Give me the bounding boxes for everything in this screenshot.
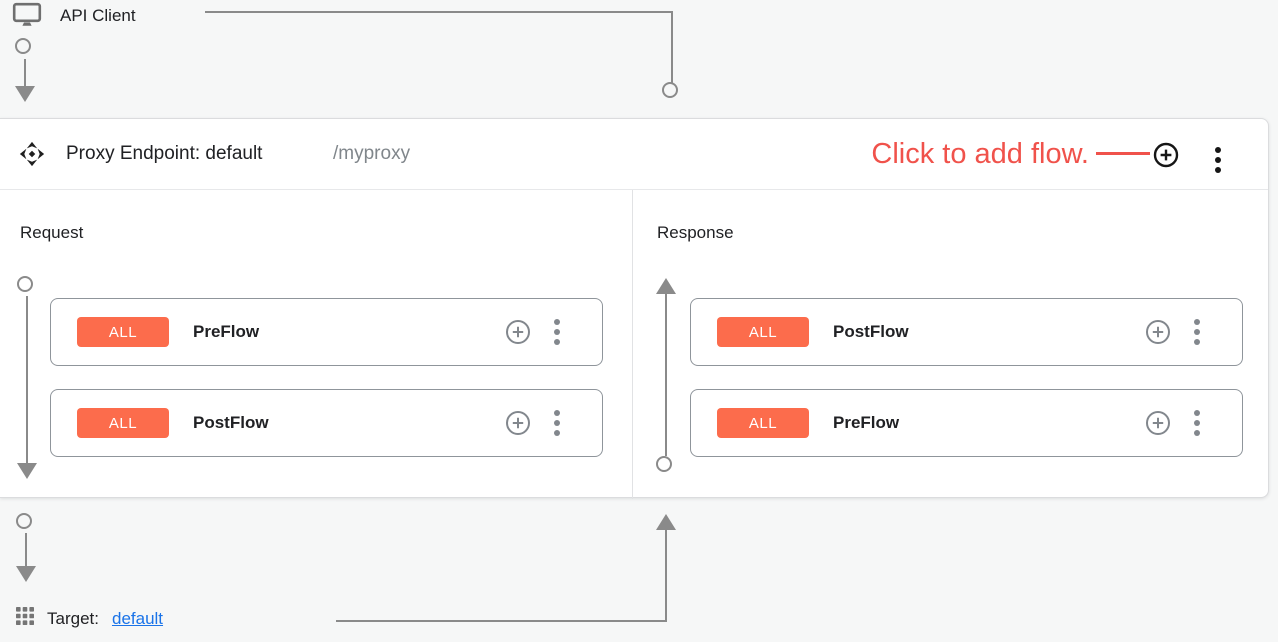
monitor-icon: [12, 2, 42, 33]
connector-line: [24, 59, 26, 87]
condition-badge: ALL: [77, 317, 169, 347]
flow-menu-icon[interactable]: [1194, 319, 1200, 345]
proxy-endpoint-header: Proxy Endpoint: default /myproxy Click t…: [0, 119, 1268, 190]
proxy-endpoint-panel: Proxy Endpoint: default /myproxy Click t…: [0, 118, 1269, 499]
request-flow-start-node: [17, 276, 33, 292]
request-flow-arrow-down: [17, 463, 37, 479]
proxy-endpoint-title: Proxy Endpoint: default: [66, 143, 263, 164]
flow-menu-icon[interactable]: [554, 410, 560, 436]
add-policy-icon[interactable]: [1145, 410, 1171, 436]
connector-end-node: [662, 82, 678, 98]
connector-line: [336, 620, 666, 622]
connector-arrow-up: [656, 514, 676, 530]
proxy-endpoint-basepath: /myproxy: [333, 143, 411, 164]
annotation-pointer-line: [1096, 152, 1150, 155]
target-row: Target: default: [16, 607, 163, 630]
response-section-label: Response: [657, 223, 734, 242]
request-section-label: Request: [20, 223, 84, 242]
flow-menu-icon[interactable]: [554, 319, 560, 345]
request-response-divider: [632, 190, 633, 499]
annotation-text: Click to add flow.: [871, 138, 1089, 170]
api-client-label: API Client: [60, 6, 136, 25]
condition-badge: ALL: [717, 317, 809, 347]
add-policy-icon[interactable]: [1145, 319, 1171, 345]
flow-menu-icon[interactable]: [1194, 410, 1200, 436]
response-flow-arrow-up: [656, 278, 676, 294]
flow-name: PreFlow: [193, 322, 260, 341]
connector-line: [665, 530, 667, 622]
flow-name: PostFlow: [193, 413, 269, 432]
grid-3x3-icon: [16, 607, 34, 630]
connector-line: [205, 11, 673, 13]
request-flow-line: [26, 296, 28, 463]
target-default-link[interactable]: default: [111, 608, 164, 628]
add-flow-button[interactable]: [1153, 142, 1179, 171]
connector-arrow-down: [16, 566, 36, 582]
flow-card-request-postflow[interactable]: ALL PostFlow: [50, 389, 603, 457]
flow-card-request-preflow[interactable]: ALL PreFlow: [50, 298, 603, 366]
target-label: Target:: [47, 608, 99, 628]
kebab-vertical-icon: [1215, 147, 1221, 173]
response-flow-line: [665, 294, 667, 456]
endpoint-menu-button[interactable]: [1215, 141, 1221, 173]
connector-line: [671, 11, 673, 83]
response-flow-end-node: [656, 456, 672, 472]
flow-name: PostFlow: [833, 322, 909, 341]
add-policy-icon[interactable]: [505, 319, 531, 345]
flow-card-response-postflow[interactable]: ALL PostFlow: [690, 298, 1243, 366]
flow-name: PreFlow: [833, 413, 900, 432]
add-policy-icon[interactable]: [505, 410, 531, 436]
connector-arrow-down: [15, 86, 35, 102]
connector-line: [25, 533, 27, 566]
condition-badge: ALL: [717, 408, 809, 438]
move-arrows-icon: [19, 141, 45, 172]
connector-start-node: [16, 513, 32, 529]
flow-card-response-preflow[interactable]: ALL PreFlow: [690, 389, 1243, 457]
condition-badge: ALL: [77, 408, 169, 438]
connector-start-node: [15, 38, 31, 54]
